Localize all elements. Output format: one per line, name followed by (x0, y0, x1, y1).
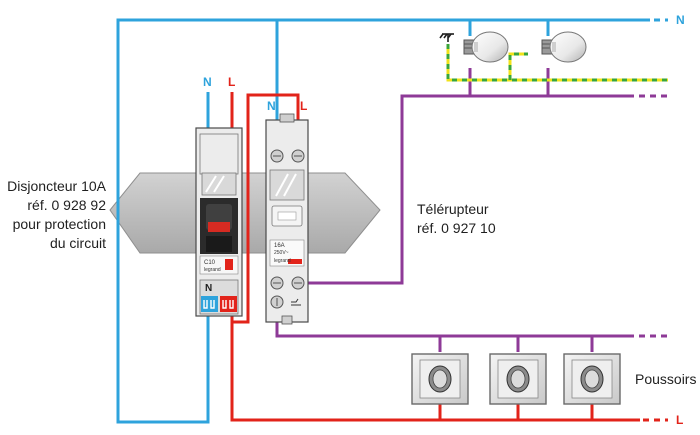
lamp-icon (541, 31, 587, 63)
breaker-rating: C10 (204, 260, 216, 266)
breaker-desc-line-2: réf. 0 928 92 (27, 197, 106, 213)
push-button-icon (563, 353, 621, 405)
breaker-neutral-mark: N (205, 283, 213, 294)
neutral-wires (116, 18, 650, 424)
phase-line-label: L (676, 413, 684, 427)
din-rail (109, 172, 381, 254)
control-wires (275, 68, 628, 352)
relay-voltage: 250V~ (274, 250, 289, 256)
circuit-breaker (195, 127, 243, 317)
breaker-brand: legrand (204, 267, 221, 273)
breaker-neutral-label: N (203, 75, 212, 89)
earth-wire (446, 44, 668, 82)
relay-brand: legrand (274, 258, 291, 264)
lamp-icon (463, 31, 509, 63)
relay-neutral-label: N (267, 99, 276, 113)
relay-phase-label: L (300, 99, 308, 113)
remote-switch-module (265, 113, 309, 325)
push-button-icon (489, 353, 547, 405)
breaker-phase-label: L (228, 75, 236, 89)
relay-rating: 16A (274, 243, 285, 249)
push-buttons-label: Poussoirs (635, 371, 697, 387)
ground-icon (439, 33, 454, 42)
breaker-desc-line-3: pour protection (12, 216, 106, 232)
remote-switch-desc-line-1: Télérupteur (417, 201, 489, 217)
push-button-icon (411, 353, 469, 405)
remote-switch-desc-line-2: réf. 0 927 10 (417, 220, 496, 236)
breaker-description: Disjoncteur 10A réf. 0 928 92 pour prote… (4, 177, 106, 253)
remote-switch-description: Télérupteur réf. 0 927 10 (417, 200, 537, 238)
phase-wires (230, 92, 640, 422)
breaker-desc-line-4: du circuit (49, 235, 106, 251)
breaker-desc-line-1: Disjoncteur 10A (7, 178, 106, 194)
neutral-line-label: N (676, 13, 685, 27)
